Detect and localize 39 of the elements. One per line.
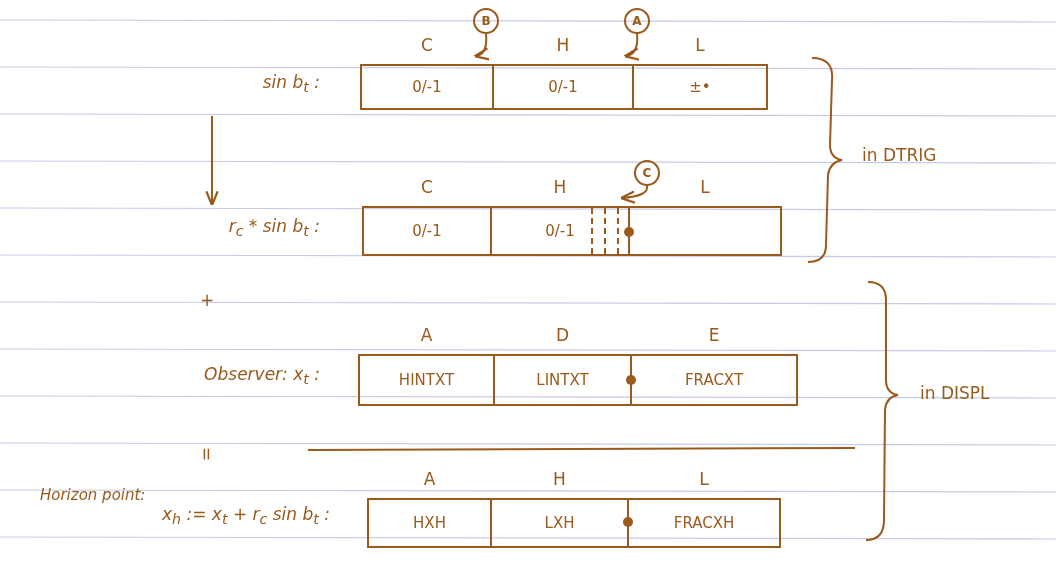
row-label: x$_{h}$ := x$_{t}$ + r$_{c}$ sin b$_{t}$ : [161,504,330,528]
callout-letter: A [624,8,650,34]
column-letter: E [707,324,721,346]
row-label: Observer: x$_{t}$ : [203,364,320,388]
row-heading: Horizon point: [39,486,147,504]
column-letter: C [420,176,434,198]
column-letter: H [552,176,568,198]
callout-letter: C [634,160,660,186]
column-letter: C [420,34,434,56]
register-field: FRACXH [627,498,781,548]
column-letter: H [555,34,571,56]
register-field: 0/-1 [360,64,494,110]
row-label: sin b$_{t}$ : [261,72,320,96]
register-field: LINTXT [493,354,632,406]
register-field: FRACXT [630,354,798,406]
brace-label: in DTRIG [862,145,937,165]
brace-label: in DISPL [920,383,990,403]
callout-letter: B [473,8,499,34]
register-field: 0/-1 [490,206,630,256]
leader-line [623,33,641,60]
column-letter: L [698,468,710,490]
register-field: LXH [490,498,629,548]
register-field: HINTXT [358,354,495,406]
register-field: HXH [367,498,492,548]
column-letter: A [422,468,437,490]
column-letter: H [552,468,567,490]
leader-line [619,185,649,204]
column-letter: D [554,324,571,346]
column-letter: L [694,34,706,56]
row-label: r$_{c}$ * sin b$_{t}$ : [227,216,320,240]
arrow [205,115,219,207]
column-letter: L [699,176,711,198]
register-field: 0/-1 [362,206,492,256]
equals-sign: = [197,446,218,462]
leader-line [473,33,491,60]
register-field: ±• [632,64,768,110]
column-letter: A [419,324,434,346]
plus-sign: + [200,290,215,310]
register-field: 0/-1 [492,64,634,110]
